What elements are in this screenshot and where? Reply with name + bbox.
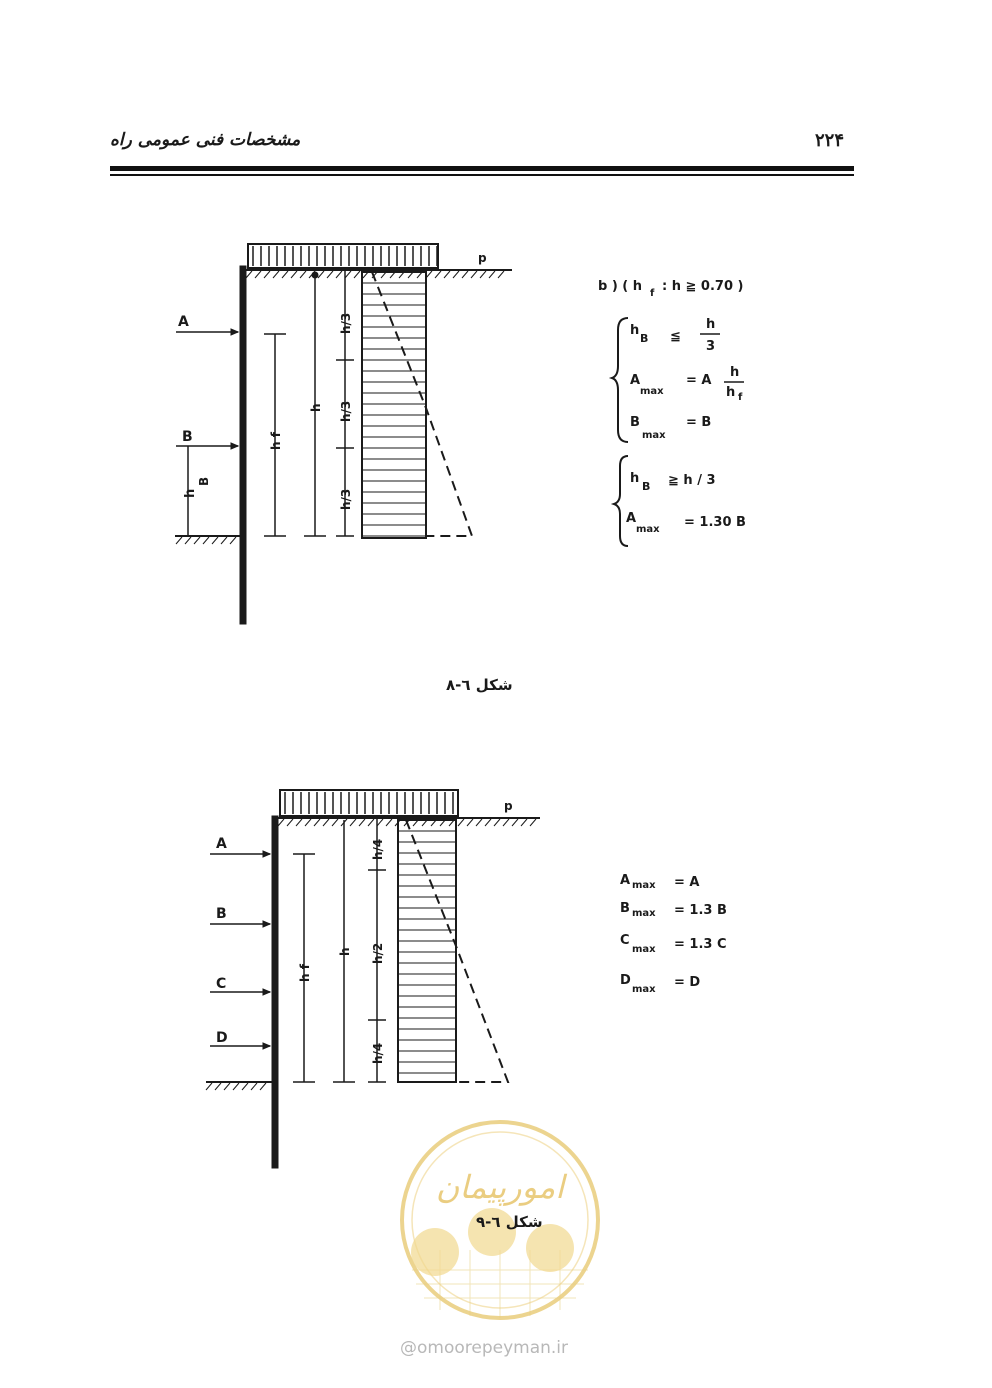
- anchor-a-label: A: [216, 836, 227, 852]
- page-number: ۲۲۴: [815, 130, 845, 151]
- sheet-pile-wall: [239, 265, 247, 625]
- figure-6-8-caption: شکل ٦-٨: [446, 676, 513, 694]
- header-rule-thin: [110, 174, 854, 176]
- eq3-lhs: B: [630, 415, 640, 430]
- eq1-den: 3: [706, 339, 715, 354]
- eq1-rhs: = A: [674, 875, 699, 890]
- eq3-lhs: C: [620, 933, 630, 948]
- anchor-a-label: A: [178, 314, 189, 330]
- segment-label-1: h/4: [371, 839, 385, 860]
- segment-label-2: h/2: [371, 943, 385, 964]
- hf-label: h f: [269, 431, 283, 450]
- anchor-c-arrow: [262, 988, 272, 996]
- load-label: p: [504, 799, 513, 813]
- anchor-b-label: B: [182, 429, 193, 445]
- eq3-sub: max: [632, 944, 656, 955]
- cond-b: b ) ( h: [598, 279, 642, 294]
- eq2-mid: = A: [686, 373, 711, 388]
- anchor-b-arrow: [230, 442, 240, 450]
- anchor-a-arrow: [262, 850, 272, 858]
- figure-6-9: p A B C D h f h h/4 h/2 h/4 A max = A B …: [205, 789, 727, 1169]
- eq1-op: ≦: [670, 329, 681, 344]
- watermark-logo: امورپیمان: [400, 1120, 600, 1320]
- eq3-rhs: = B: [686, 415, 711, 430]
- h-label: h: [338, 947, 352, 956]
- eq2-lhs: B: [620, 901, 630, 916]
- sheet-pile-wall: [271, 815, 279, 1169]
- pressure-diagram: [397, 819, 457, 1083]
- hf-label: h f: [298, 963, 312, 982]
- eq4-sub: B: [642, 480, 650, 493]
- figure-6-8: p A B h B h f h h/3 h/3 h/3 b ) ( h f : …: [175, 243, 746, 625]
- eq1-num: h: [706, 317, 715, 332]
- header-title: مشخصات فنی عمومی راه: [110, 130, 301, 150]
- anchor-a-arrow: [230, 328, 240, 336]
- watermark-logo-text: امورپیمان: [436, 1168, 567, 1206]
- eq2-den: h: [726, 385, 735, 400]
- segment-label-3: h/4: [371, 1043, 385, 1064]
- eq5-rhs: = 1.30 B: [684, 515, 746, 530]
- eq5-lhs: A: [626, 511, 636, 526]
- earth-pressure-dashed: [371, 271, 474, 537]
- hb-sub-label: B: [197, 477, 211, 486]
- surcharge-load: [247, 243, 439, 269]
- segment-label-3: h/3: [339, 489, 353, 510]
- pressure-diagram: [361, 271, 427, 539]
- cond-b-rest: : h ≧ 0.70 ): [662, 279, 743, 294]
- eq2-rhs: = 1.3 B: [674, 903, 727, 918]
- eq3-sub: max: [642, 430, 666, 441]
- eq2-lhs: A: [630, 373, 640, 388]
- anchor-b-arrow: [262, 920, 272, 928]
- eq5-sub: max: [636, 524, 660, 535]
- eq2-sub: max: [632, 908, 656, 919]
- eq1-sub: max: [632, 880, 656, 891]
- eq1-sub: B: [640, 332, 648, 345]
- anchor-d-label: D: [216, 1030, 228, 1046]
- figure-6-9-caption: شکل ٦-٩: [476, 1213, 543, 1231]
- load-label: p: [478, 251, 487, 265]
- segment-label-2: h/3: [339, 401, 353, 422]
- watermark-url: @omoorepeyman.ir: [400, 1338, 569, 1358]
- brace-1: [608, 317, 629, 443]
- eq4-lhs: h: [630, 471, 639, 486]
- anchor-d-arrow: [262, 1042, 272, 1050]
- segment-label-1: h/3: [339, 313, 353, 334]
- eq4-rhs: ≧ h / 3: [668, 473, 716, 488]
- header-rule-thick: [110, 166, 854, 171]
- eq1-lhs: A: [620, 873, 630, 888]
- eq2-sub: max: [640, 386, 664, 397]
- h-label: h: [309, 403, 323, 412]
- eq4-lhs: D: [620, 973, 631, 988]
- surcharge-load: [279, 789, 459, 817]
- cond-b-sub: f: [650, 288, 655, 299]
- earth-pressure-dashed: [405, 819, 510, 1083]
- eq3-rhs: = 1.3 C: [674, 937, 727, 952]
- eq2-num: h: [730, 365, 739, 380]
- eq1-lhs: h: [630, 323, 639, 338]
- eq2-den-sub: f: [738, 392, 743, 403]
- eq4-sub: max: [632, 984, 656, 995]
- eq4-rhs: = D: [674, 975, 700, 990]
- anchor-b-label: B: [216, 906, 227, 922]
- hb-label: h: [183, 489, 198, 498]
- anchor-c-label: C: [216, 976, 226, 992]
- brace-2: [610, 455, 629, 547]
